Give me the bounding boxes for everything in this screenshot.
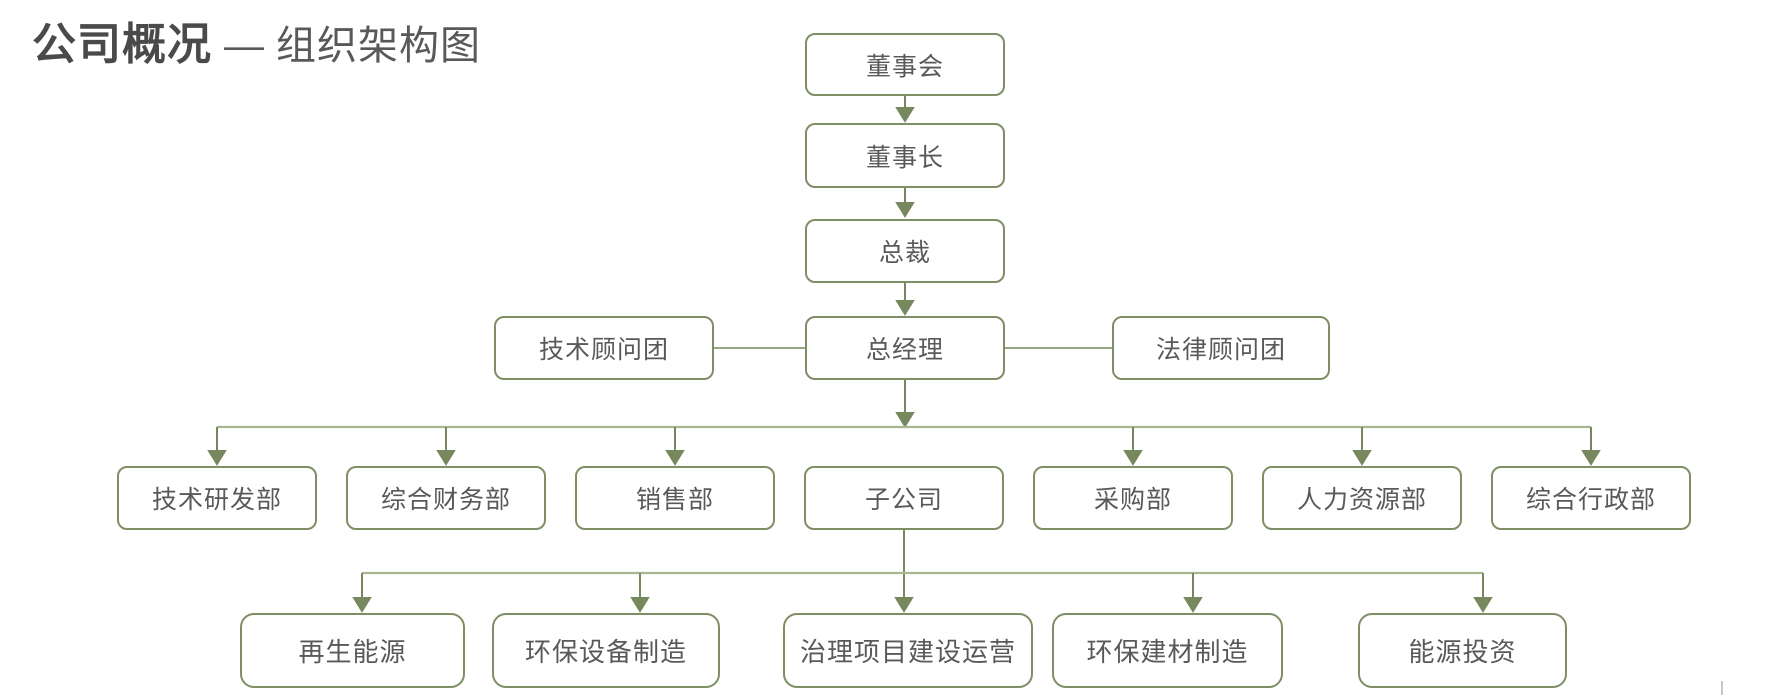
node-sub-treatment-projects: 治理项目建设运营 <box>783 613 1033 688</box>
node-sub-energy-investment: 能源投资 <box>1358 613 1567 688</box>
node-sub-green-materials: 环保建材制造 <box>1052 613 1283 688</box>
node-dept-administration: 综合行政部 <box>1491 466 1691 530</box>
title-dash: — <box>224 24 264 68</box>
node-sub-renewable-energy: 再生能源 <box>240 613 465 688</box>
node-legal-advisory-group: 法律顾问团 <box>1112 316 1330 380</box>
node-dept-finance: 综合财务部 <box>346 466 546 530</box>
scrollbar-artifact <box>1721 681 1723 695</box>
page-title: 公司概况 — 组织架构图 <box>32 8 481 72</box>
subsidiary-stem-arrow <box>894 530 914 613</box>
node-chairman: 董事长 <box>805 123 1005 188</box>
node-president: 总裁 <box>805 219 1005 283</box>
title-primary: 公司概况 <box>32 20 212 69</box>
node-sub-envprotect-equipment: 环保设备制造 <box>492 613 720 688</box>
node-technical-advisory-group: 技术顾问团 <box>494 316 714 380</box>
node-general-manager: 总经理 <box>805 316 1005 380</box>
department-drop-arrows <box>207 427 1601 466</box>
subsidiary-drop-arrows <box>352 573 1493 613</box>
chain-arrows <box>895 96 915 428</box>
node-board-of-directors: 董事会 <box>805 33 1005 96</box>
node-dept-procurement: 采购部 <box>1033 466 1233 530</box>
node-dept-hr: 人力资源部 <box>1262 466 1462 530</box>
node-dept-tech-rd: 技术研发部 <box>117 466 317 530</box>
node-dept-subsidiaries: 子公司 <box>804 466 1004 530</box>
title-secondary: 组织架构图 <box>276 24 481 68</box>
node-dept-sales: 销售部 <box>575 466 775 530</box>
